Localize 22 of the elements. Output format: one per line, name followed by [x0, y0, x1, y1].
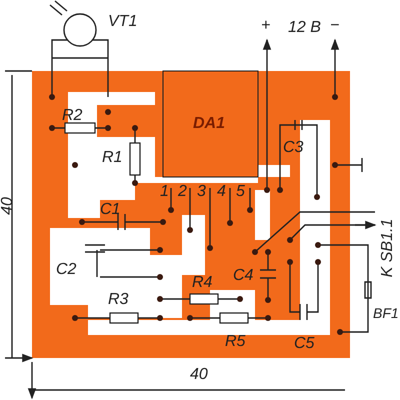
- component-label: R3: [108, 292, 128, 308]
- voltage-label: 12 В: [288, 20, 321, 36]
- pin-number: 3: [197, 184, 206, 200]
- component-label: R1: [102, 150, 122, 166]
- component-label: C4: [233, 268, 254, 284]
- component-label: VT1: [108, 14, 138, 30]
- pin-number: 4: [217, 184, 226, 200]
- dimension-label: 40: [190, 367, 208, 383]
- component-label: DA1: [193, 116, 226, 132]
- component-label: C2: [56, 262, 76, 278]
- polarity-sign: −: [330, 18, 340, 34]
- pin-number: 1: [160, 184, 169, 200]
- dimension-label: 40: [0, 197, 16, 215]
- component-label: C5: [294, 336, 314, 352]
- pin-number: 5: [236, 184, 245, 200]
- pin-number: 2: [178, 184, 187, 200]
- component-label: R4: [192, 275, 212, 291]
- component-label: C1: [100, 202, 120, 218]
- component-label: K SB1.1: [380, 218, 396, 278]
- component-label: BF1: [373, 306, 399, 320]
- component-label: R5: [225, 334, 246, 350]
- polarity-sign: +: [261, 18, 270, 34]
